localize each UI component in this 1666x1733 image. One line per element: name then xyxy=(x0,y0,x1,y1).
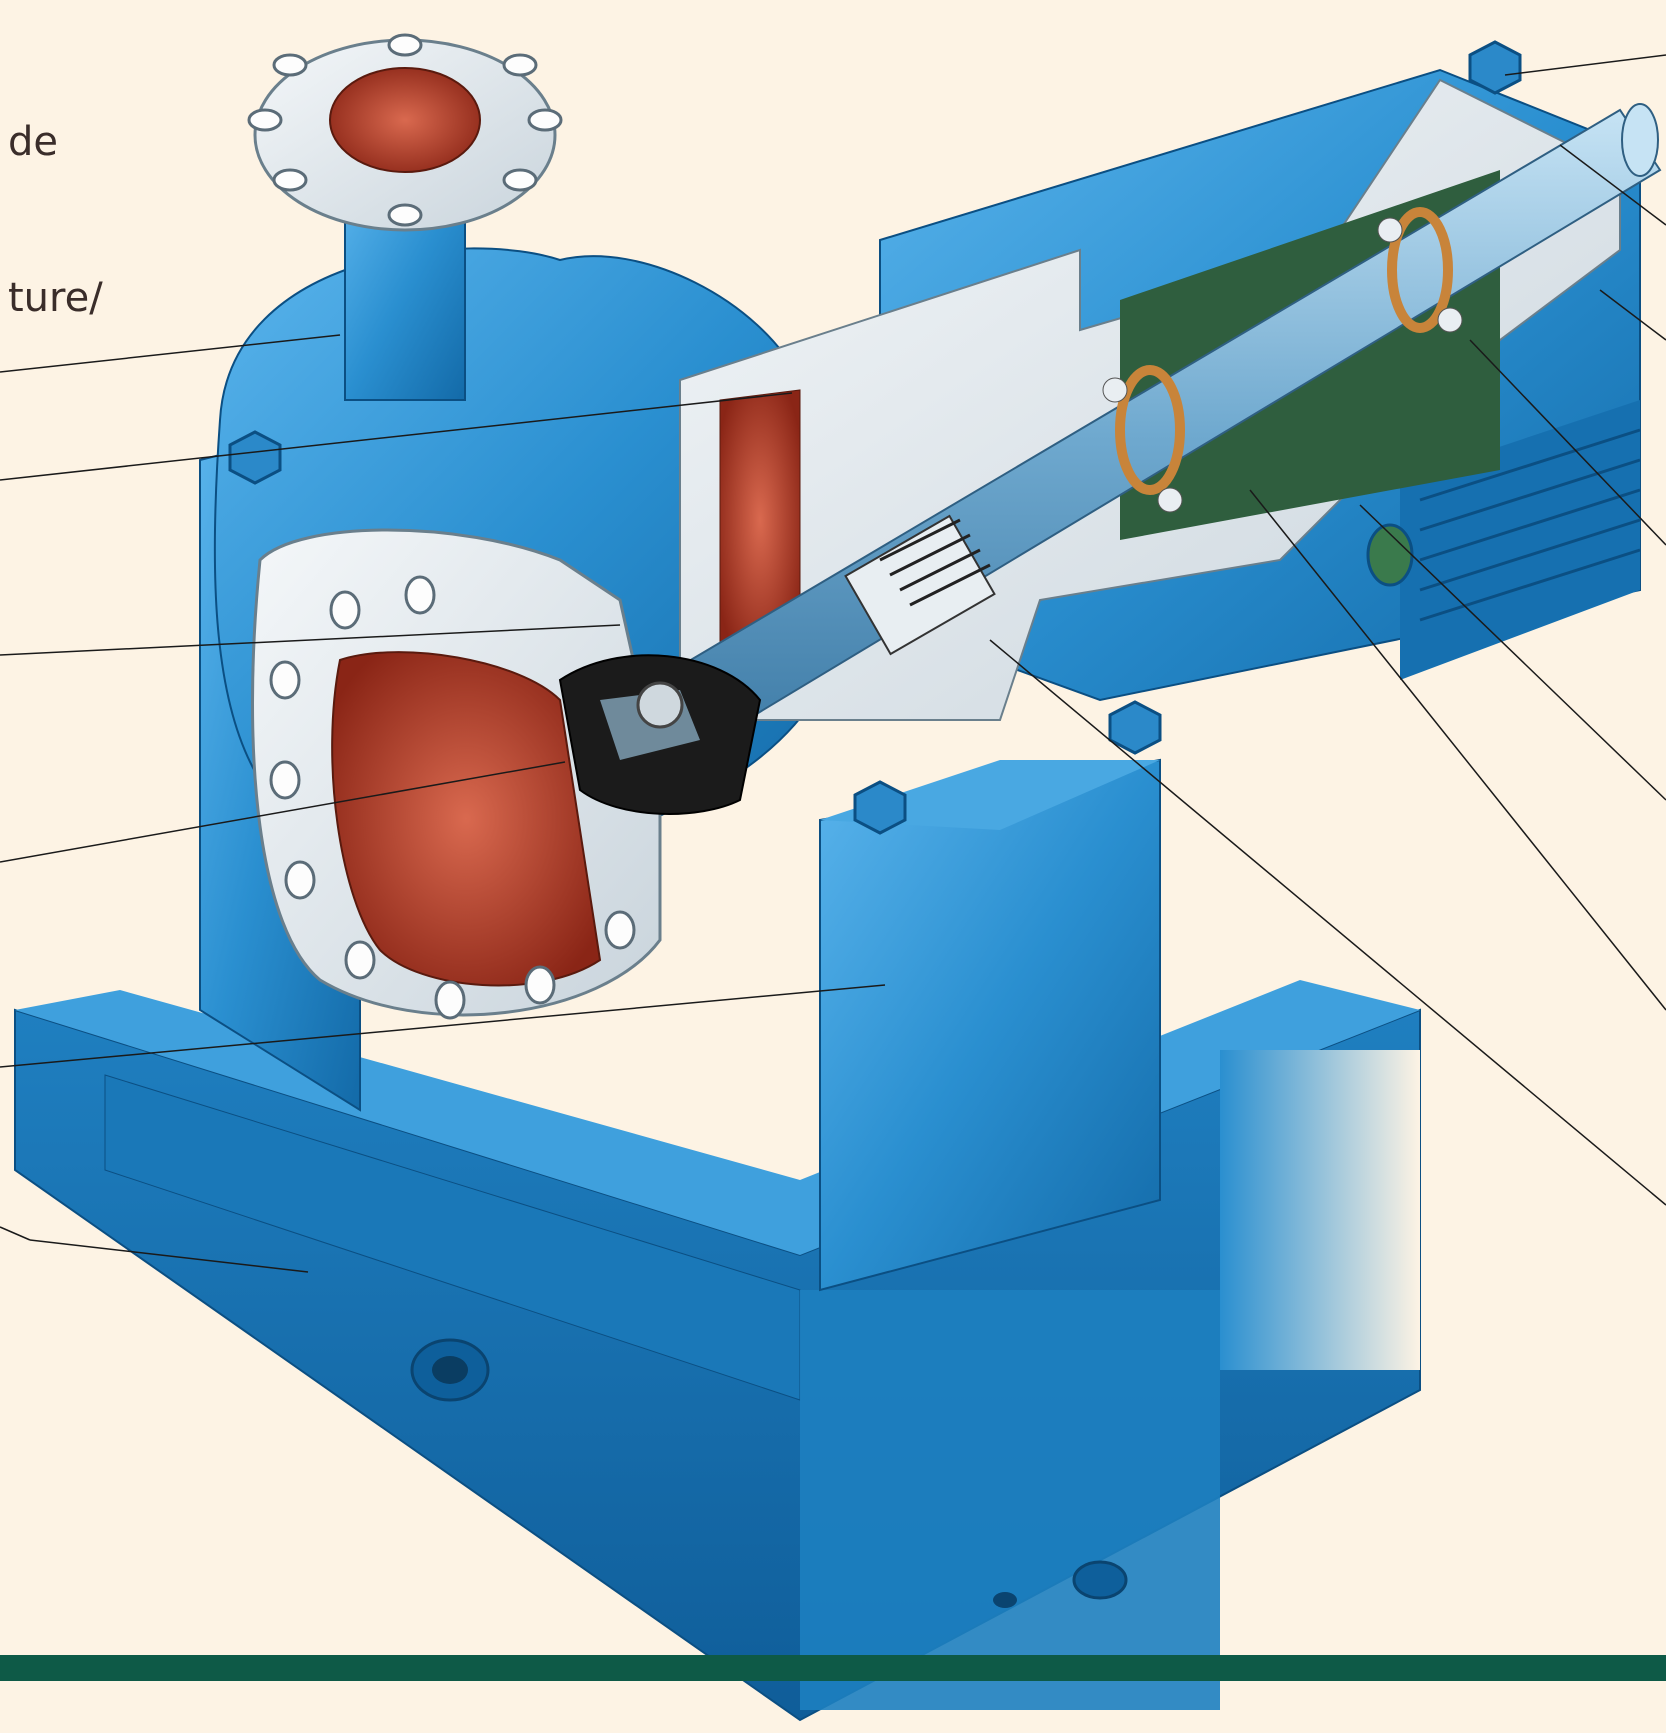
leader-line xyxy=(1249,489,1666,1011)
cooling-fins xyxy=(1419,428,1641,622)
leader-line xyxy=(29,1239,309,1273)
impeller-nut xyxy=(636,681,684,729)
bolt-hole-icon-set-front xyxy=(269,575,636,1020)
leader-lines-right xyxy=(989,54,1666,1206)
leader-line xyxy=(989,639,1666,1206)
leader-line xyxy=(1504,54,1666,76)
leader-line xyxy=(1359,504,1666,801)
leader-lines-left xyxy=(0,334,886,1273)
impeller xyxy=(558,654,762,815)
hex-bolt-icon xyxy=(228,430,282,485)
leader-line xyxy=(1599,289,1666,341)
hex-bolt-icon xyxy=(1468,40,1522,95)
leader-line xyxy=(1559,144,1666,226)
caption-text: de ture/ xyxy=(8,12,103,428)
leader-line xyxy=(0,624,621,656)
radial-bearing xyxy=(1115,365,1185,495)
leader-line xyxy=(1469,339,1666,546)
hex-bolt-icon-set xyxy=(228,40,1522,835)
leader-line xyxy=(0,334,341,373)
base-plate xyxy=(14,980,1421,1722)
base-bolt-hole xyxy=(993,1592,1017,1608)
leader-line xyxy=(0,984,886,1068)
suction-flange xyxy=(251,528,662,1020)
bolt-hole-icon-set-top xyxy=(247,33,563,227)
bearings xyxy=(1102,207,1463,513)
hex-bolt-icon xyxy=(1108,700,1162,755)
hex-bolt-icon xyxy=(853,780,907,835)
leader-line xyxy=(0,1226,31,1241)
discharge-flange xyxy=(247,33,563,401)
leader-line xyxy=(0,761,566,863)
leader-line xyxy=(0,392,793,481)
caption-line-1: de xyxy=(8,119,58,165)
thrust-bearing xyxy=(1387,207,1453,333)
bottom-stripe xyxy=(0,1655,1666,1681)
caption-line-2: ture/ xyxy=(8,275,103,321)
mechanical-seal xyxy=(844,514,996,656)
base-drain-plug xyxy=(1072,1560,1128,1600)
